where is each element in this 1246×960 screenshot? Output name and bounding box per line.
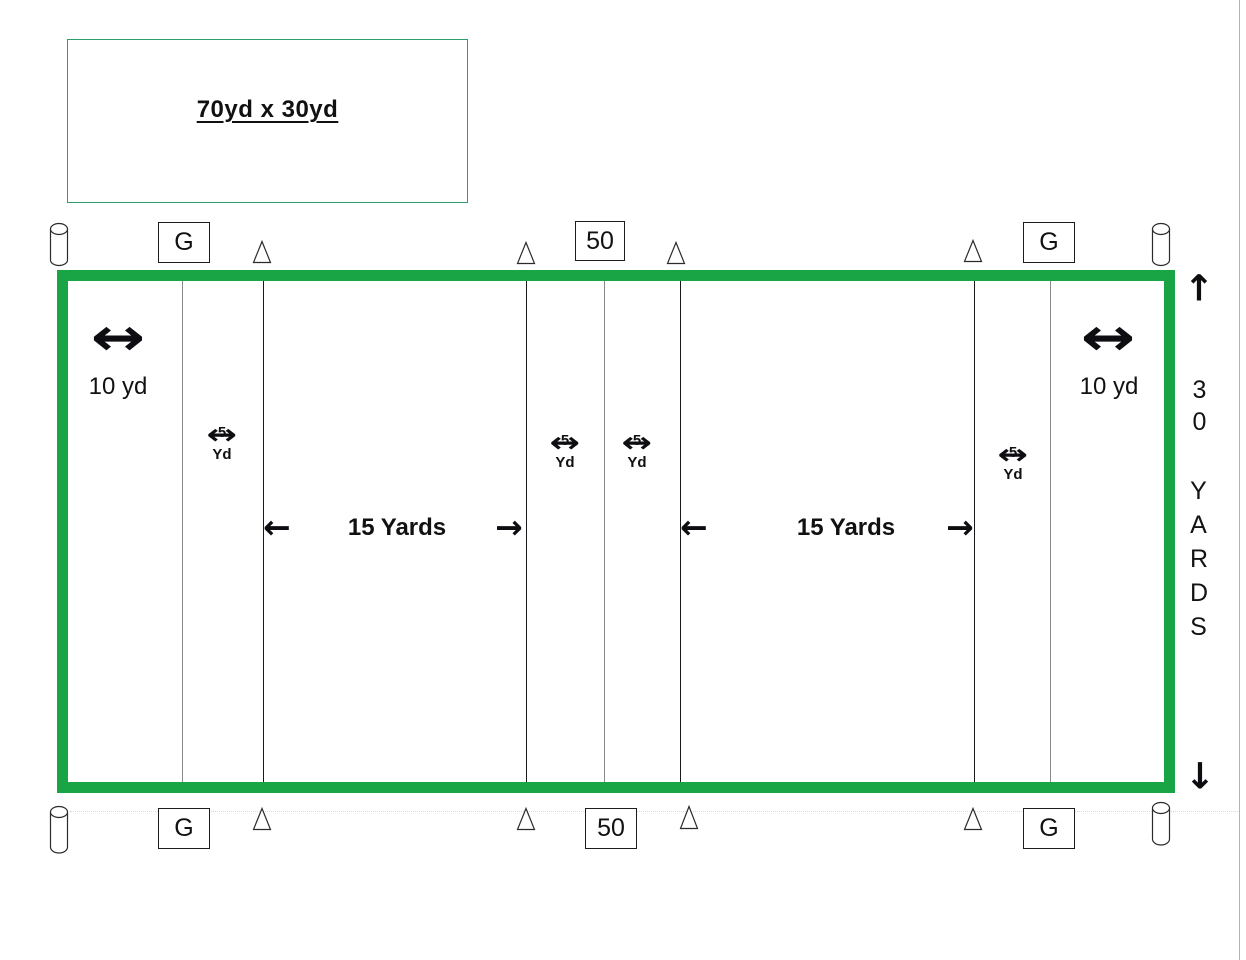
right-arrow-icon: → <box>946 507 974 547</box>
five-yd-unit: Yd <box>1003 466 1023 483</box>
cone-icon <box>252 807 272 831</box>
field-dimensions-label: 70yd x 30yd <box>196 96 339 123</box>
yard-line-right-of-mid <box>680 281 681 782</box>
five-yd-group: ↔ 5 Yd <box>978 438 1048 482</box>
double-arrow-icon: ↔ <box>621 426 653 459</box>
info-box: 70yd x 30yd <box>67 39 468 203</box>
goal-label: G <box>174 228 194 256</box>
goal-label: G <box>1039 814 1059 842</box>
endzone-width-label-right: 10 yd <box>1079 373 1139 400</box>
goal-box-bottom-left: G <box>158 808 210 849</box>
five-yd-unit: Yd <box>555 454 575 471</box>
field-boundary <box>57 270 1175 793</box>
pylon-icon <box>1151 222 1171 267</box>
yard-line-midfield <box>604 281 605 782</box>
cone-icon <box>252 240 272 264</box>
goal-box-bottom-right: G <box>1023 808 1075 849</box>
double-arrow-icon: ↔ <box>549 426 581 459</box>
double-arrow-icon: ↔ <box>997 438 1029 471</box>
cone-icon <box>516 241 536 265</box>
up-arrow-icon: ↑ <box>1183 268 1215 310</box>
page-edge-line <box>1239 0 1240 960</box>
cone-icon <box>679 805 699 830</box>
five-yd-number: 5 <box>560 432 570 449</box>
segment-label: 15 Yards <box>347 514 447 541</box>
table-gridline-artifact <box>70 811 1238 812</box>
left-arrow-icon: ← <box>263 507 291 547</box>
fifty-box-top: 50 <box>575 221 625 261</box>
five-yd-number: 5 <box>217 424 227 441</box>
five-yd-unit: Yd <box>627 454 647 471</box>
five-yd-group: ↔ 5 Yd <box>530 426 600 470</box>
cone-icon <box>963 239 983 263</box>
field-width-unit: YARDS <box>1190 477 1209 641</box>
endzone-width-label-left: 10 yd <box>88 373 148 400</box>
double-arrow-icon: ↔ <box>206 418 238 451</box>
yard-line-goal-right <box>1050 281 1051 782</box>
five-yd-number: 5 <box>632 432 642 449</box>
goal-label: G <box>174 814 194 842</box>
goal-box-top-right: G <box>1023 222 1075 263</box>
fifty-label: 50 <box>586 226 614 255</box>
five-yd-unit: Yd <box>212 446 232 463</box>
fifty-label: 50 <box>597 814 625 842</box>
five-yd-number: 5 <box>1008 444 1018 461</box>
cone-icon <box>666 241 686 265</box>
yard-line-5-right <box>974 281 975 782</box>
right-arrow-icon: → <box>495 507 523 547</box>
yard-line-goal-left <box>182 281 183 782</box>
goal-box-top-left: G <box>158 222 210 263</box>
pylon-icon <box>49 222 69 267</box>
left-arrow-icon: ← <box>680 507 708 547</box>
five-yd-group: ↔ 5 Yd <box>187 418 257 462</box>
field-width-value: 30 <box>1192 376 1207 436</box>
pylon-icon <box>1151 801 1171 846</box>
fifty-box-bottom: 50 <box>585 808 637 849</box>
double-arrow-icon: ↔ <box>90 308 146 368</box>
pylon-icon <box>49 805 69 854</box>
segment-label: 15 Yards <box>796 514 896 541</box>
yard-line-5-left <box>263 281 264 782</box>
down-arrow-icon: ↓ <box>1184 756 1216 798</box>
cone-icon <box>516 807 536 831</box>
cone-icon <box>963 807 983 831</box>
yard-line-left-of-mid <box>526 281 527 782</box>
five-yd-group: ↔ 5 Yd <box>602 426 672 470</box>
goal-label: G <box>1039 228 1059 256</box>
double-arrow-icon: ↔ <box>1080 308 1136 368</box>
